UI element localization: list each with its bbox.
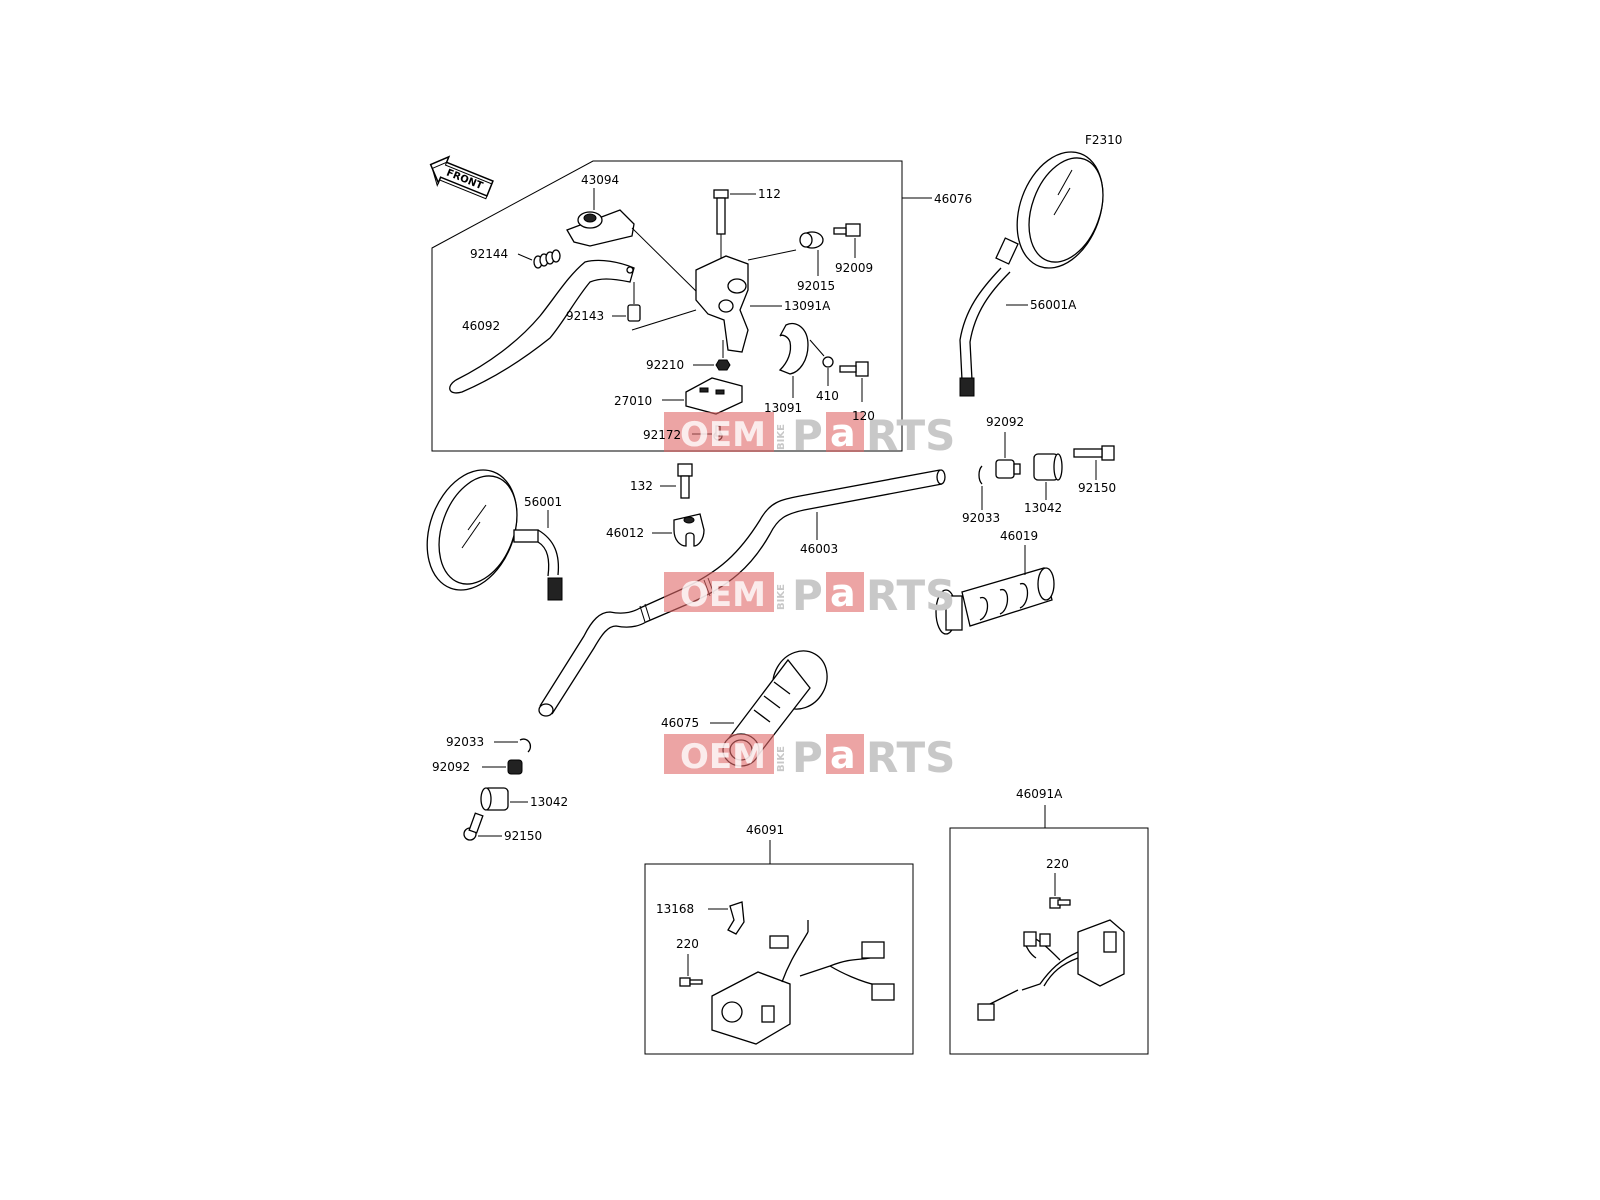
- label-220-left[interactable]: 220: [676, 937, 699, 951]
- switch-27010: [685, 377, 743, 415]
- label-220-right[interactable]: 220: [1046, 857, 1069, 871]
- watermark-3: OEM BIKE P a RTS: [664, 733, 955, 782]
- watermark-bike-text: BIKE: [776, 584, 787, 610]
- label-92143[interactable]: 92143: [566, 309, 604, 323]
- bracket-13168: [727, 901, 745, 935]
- label-46019[interactable]: 46019: [1000, 529, 1038, 543]
- watermark-a-text: a: [830, 571, 856, 615]
- label-13042-left[interactable]: 13042: [530, 795, 568, 809]
- label-112[interactable]: 112: [758, 187, 781, 201]
- label-13091[interactable]: 13091: [764, 401, 802, 415]
- label-27010[interactable]: 27010: [614, 394, 652, 408]
- label-92172[interactable]: 92172: [643, 428, 681, 442]
- nut-92210: [715, 359, 731, 371]
- label-92092-left[interactable]: 92092: [432, 760, 470, 774]
- figure-code: F2310: [1085, 133, 1122, 147]
- label-92015[interactable]: 92015: [797, 279, 835, 293]
- assembly-box-46091: [644, 863, 914, 1055]
- label-92150-left[interactable]: 92150: [504, 829, 542, 843]
- grip-46019: [935, 567, 1055, 635]
- clamp-13091: [778, 322, 809, 375]
- label-46092[interactable]: 46092: [462, 319, 500, 333]
- weight-92092-right: [995, 459, 1021, 479]
- watermark-rts-text: RTS: [866, 733, 955, 782]
- switch-housing-46091A: [977, 919, 1125, 1021]
- bolt-92150-left: [463, 812, 484, 841]
- bushing-92143: [627, 304, 641, 322]
- weight-13042-right: [1033, 453, 1063, 481]
- label-13042-right[interactable]: 13042: [1024, 501, 1062, 515]
- label-13168[interactable]: 13168: [656, 902, 694, 916]
- label-92150-right[interactable]: 92150: [1078, 481, 1116, 495]
- bolt-92150-right: [1073, 445, 1115, 461]
- weight-92092-left: [507, 759, 523, 775]
- watermark-rts-text: RTS: [866, 411, 955, 460]
- clip-92033-left: [519, 738, 532, 753]
- bracket-43094: [566, 209, 635, 247]
- assembly-box-46076: [431, 160, 903, 452]
- clip-92033-right: [978, 465, 983, 485]
- label-56001[interactable]: 56001: [524, 495, 562, 509]
- label-43094[interactable]: 43094: [581, 173, 619, 187]
- watermark-a-text: a: [830, 733, 856, 777]
- spring-92144: [533, 249, 561, 269]
- watermark-oem-text: OEM: [680, 415, 766, 455]
- label-92009[interactable]: 92009: [835, 261, 873, 275]
- watermark-1: OEM BIKE P a RTS: [664, 411, 955, 460]
- label-132[interactable]: 132: [630, 479, 653, 493]
- watermark-2: OEM BIKE P a RTS: [664, 571, 955, 620]
- mirror-56001A: [959, 151, 1104, 397]
- assembly-box-46091A: [949, 827, 1149, 1055]
- washer-410: [822, 356, 834, 368]
- label-410[interactable]: 410: [816, 389, 839, 403]
- watermark-p-text: P: [792, 733, 823, 782]
- front-arrow-icon: FRONT: [429, 155, 494, 200]
- label-92033-right[interactable]: 92033: [962, 511, 1000, 525]
- watermark-a-text: a: [830, 411, 856, 455]
- watermark-oem-text: OEM: [680, 737, 766, 777]
- label-46012[interactable]: 46012: [606, 526, 644, 540]
- bolt-132: [677, 463, 693, 499]
- weight-13042-left: [480, 787, 509, 811]
- watermark-rts-text: RTS: [866, 571, 955, 620]
- label-92210[interactable]: 92210: [646, 358, 684, 372]
- watermark-bike-text: BIKE: [776, 424, 787, 450]
- label-56001A[interactable]: 56001A: [1030, 298, 1077, 312]
- label-46076[interactable]: 46076: [934, 192, 972, 206]
- switch-housing-46091: [711, 920, 895, 1045]
- label-46091[interactable]: 46091: [746, 823, 784, 837]
- adjuster-92015: [799, 231, 824, 249]
- bolt-120: [839, 361, 869, 377]
- mirror-56001: [426, 469, 563, 601]
- watermark-oem-text: OEM: [680, 575, 766, 615]
- label-46091A[interactable]: 46091A: [1016, 787, 1063, 801]
- label-92033-left[interactable]: 92033: [446, 735, 484, 749]
- label-46003[interactable]: 46003: [800, 542, 838, 556]
- label-46075[interactable]: 46075: [661, 716, 699, 730]
- bolt-112: [713, 189, 729, 235]
- watermark-p-text: P: [792, 411, 823, 460]
- label-120[interactable]: 120: [852, 409, 875, 423]
- screw-92009: [833, 223, 861, 237]
- label-92092-right[interactable]: 92092: [986, 415, 1024, 429]
- screw-220-right: [1049, 897, 1071, 909]
- holder-46012: [673, 513, 705, 547]
- screw-220-left: [679, 977, 703, 987]
- watermark-p-text: P: [792, 571, 823, 620]
- part-labels: 43094 112 46076 92144 92015 92009 13091A…: [432, 173, 1116, 951]
- label-92144[interactable]: 92144: [470, 247, 508, 261]
- lever-46092: [449, 259, 635, 394]
- label-13091A[interactable]: 13091A: [784, 299, 831, 313]
- watermark-bike-text: BIKE: [776, 746, 787, 772]
